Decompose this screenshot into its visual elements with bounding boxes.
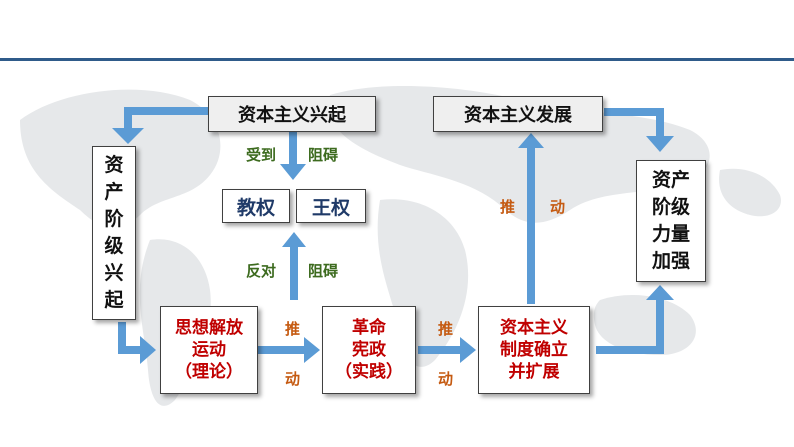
label-push-a2: 动 — [285, 370, 301, 388]
bourgeoisie-rise-char: 产 — [104, 181, 124, 203]
box-king-power: 王权 — [296, 189, 366, 223]
bourgeoisie-strong-line: 阶级 — [651, 196, 690, 218]
bourgeoisie-rise-char: 资 — [104, 154, 124, 176]
bourgeoisie-rise-char: 起 — [104, 289, 124, 311]
enlightenment-line: （理论） — [175, 362, 243, 382]
bourgeoisie-strong-line: 资产 — [651, 169, 690, 191]
label-suffer: 受到 — [246, 146, 277, 164]
box-bourgeoisie-strong: 资产 阶级 力量 加强 — [636, 160, 706, 282]
box-king-power-text: 王权 — [311, 196, 350, 219]
box-enlightenment: 思想解放 运动 （理论） — [160, 306, 258, 394]
arrow-bourgeoisie-to-enlightenment — [118, 322, 156, 364]
box-bourgeoisie-rise: 资 产 阶 级 兴 起 — [92, 146, 136, 320]
label-push-a1: 推 — [285, 320, 301, 338]
label-push-b1: 推 — [438, 320, 454, 338]
arrow-enlightenment-to-revolution — [258, 337, 320, 363]
arrow-rise-to-church — [280, 131, 306, 180]
revolution-line: 宪政 — [352, 340, 386, 360]
revolution-line: （实践） — [335, 362, 403, 382]
arrow-development-to-strong — [604, 108, 674, 152]
bourgeoisie-strong-line: 加强 — [651, 250, 690, 272]
box-capitalist-system: 资本主义 制度确立 并扩展 — [478, 306, 590, 394]
arrow-revolution-to-system — [418, 337, 476, 363]
header-rule — [0, 58, 794, 61]
arrow-rise-to-bourgeoisie — [112, 107, 208, 144]
bourgeoisie-rise-char: 兴 — [104, 262, 124, 284]
system-line: 资本主义 — [500, 318, 568, 338]
box-capitalism-development-text: 资本主义发展 — [464, 105, 572, 126]
enlightenment-line: 思想解放 — [175, 318, 243, 338]
box-capitalism-development: 资本主义发展 — [433, 96, 603, 132]
system-line: 制度确立 — [500, 340, 568, 360]
revolution-line: 革命 — [352, 318, 386, 338]
bourgeoisie-rise-char: 级 — [104, 235, 124, 257]
arrow-system-to-strong — [596, 285, 674, 354]
box-church-power: 教权 — [222, 189, 290, 223]
label-obstruct-bottom: 阻碍 — [308, 262, 339, 280]
label-push-b2: 动 — [438, 370, 454, 388]
label-oppose: 反对 — [246, 262, 277, 280]
bourgeoisie-strong-line: 力量 — [651, 223, 690, 245]
bourgeoisie-rise-char: 阶 — [104, 208, 124, 230]
label-push-c1: 推 — [500, 198, 516, 216]
box-capitalism-rise: 资本主义兴起 — [208, 96, 376, 132]
box-capitalism-rise-text: 资本主义兴起 — [238, 105, 346, 126]
label-obstruct-top: 阻碍 — [308, 146, 339, 164]
system-line: 并扩展 — [508, 362, 560, 382]
box-revolution: 革命 宪政 （实践） — [322, 306, 416, 394]
arrow-enlightenment-to-church — [282, 232, 306, 300]
box-church-power-text: 教权 — [236, 196, 275, 219]
arrow-system-to-development — [518, 133, 544, 304]
label-push-c2: 动 — [550, 198, 566, 216]
enlightenment-line: 运动 — [192, 340, 226, 360]
